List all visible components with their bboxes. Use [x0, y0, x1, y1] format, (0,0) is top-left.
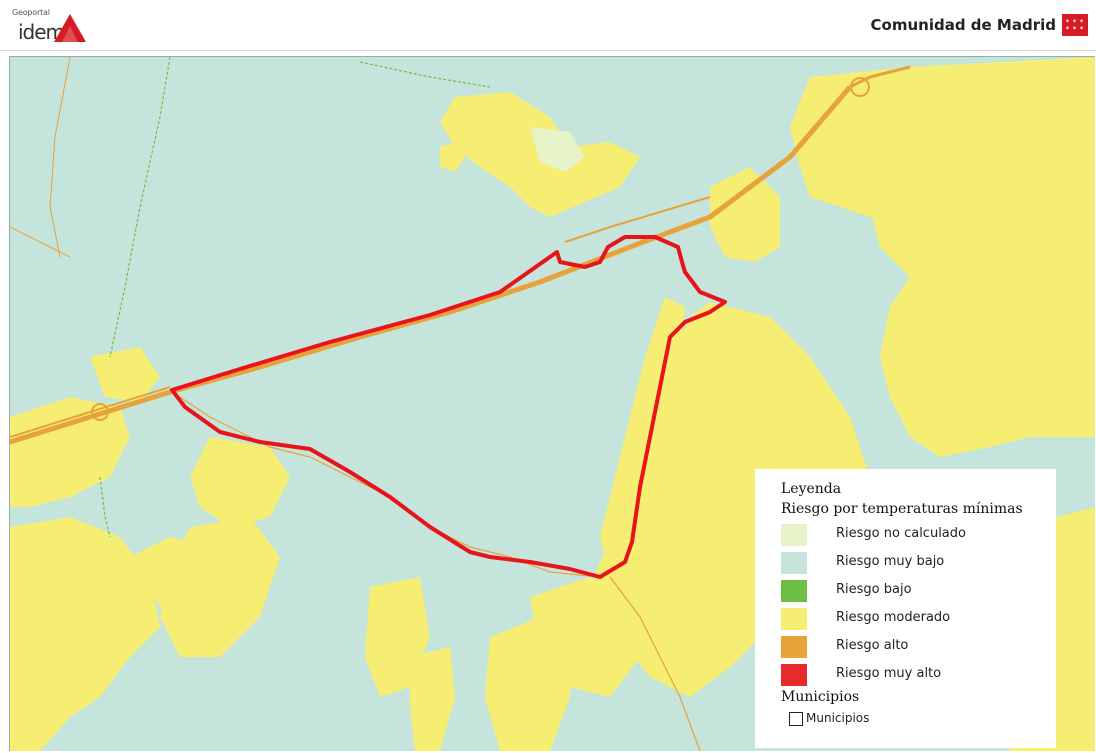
- map-legend: Leyenda Riesgo por temperaturas mínimas …: [755, 469, 1056, 748]
- streams-low: [99, 57, 491, 538]
- municipios-checkbox[interactable]: [789, 712, 803, 726]
- legend-section-municipios: Municipios: [781, 689, 860, 705]
- municipios-layer-toggle[interactable]: Municipios: [781, 708, 1056, 730]
- swatch-very-high: [781, 664, 807, 686]
- zones-moderate: [10, 57, 1095, 751]
- logo-triangle-icon: [54, 14, 86, 42]
- legend-item-very-low: Riesgo muy bajo: [781, 547, 1056, 575]
- logo-small-text: Geoportal: [12, 8, 50, 17]
- swatch-low: [781, 580, 807, 602]
- madrid-flag-icon: ✶ ✶ ✶ ✶ ✶ ✶: [1062, 14, 1088, 36]
- swatch-high: [781, 636, 807, 658]
- brand-name: Comunidad de Madrid: [870, 16, 1056, 34]
- legend-label: Riesgo muy bajo: [836, 554, 945, 569]
- legend-label: Riesgo no calculado: [836, 526, 966, 541]
- swatch-not-calculated: [781, 524, 807, 546]
- municipality-boundary: [170, 235, 727, 579]
- legend-label: Riesgo muy alto: [836, 666, 942, 681]
- legend-item-very-high: Riesgo muy alto: [781, 659, 1056, 687]
- municipios-checkbox-label[interactable]: Municipios: [806, 711, 870, 725]
- roads-high: [10, 57, 911, 751]
- legend-item-high: Riesgo alto: [781, 631, 1056, 659]
- swatch-very-low: [781, 552, 807, 574]
- zone-not-calculated: [530, 127, 585, 172]
- legend-title: Leyenda: [781, 481, 842, 497]
- legend-label: Riesgo moderado: [836, 610, 951, 625]
- legend-item-not-calculated: Riesgo no calculado: [781, 519, 1056, 547]
- swatch-moderate: [781, 608, 807, 630]
- legend-label: Riesgo alto: [836, 638, 909, 653]
- header-bar: Geoportal idem Comunidad de Madrid ✶ ✶ ✶…: [0, 0, 1096, 51]
- geoportal-logo[interactable]: Geoportal idem: [12, 8, 92, 46]
- legend-item-moderate: Riesgo moderado: [781, 603, 1056, 631]
- legend-item-low: Riesgo bajo: [781, 575, 1056, 603]
- legend-label: Riesgo bajo: [836, 582, 912, 597]
- legend-subtitle: Riesgo por temperaturas mínimas: [781, 501, 1023, 517]
